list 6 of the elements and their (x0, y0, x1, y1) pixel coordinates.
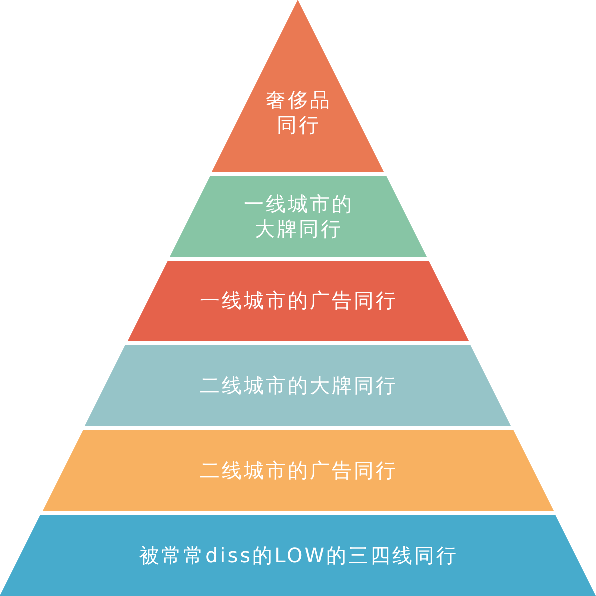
tier-label: 二线城市的大牌同行 (199, 373, 398, 398)
tier-label: 被常常diss的LOW的三四线同行 (138, 543, 459, 568)
tier-label: 一线城市的广告同行 (199, 288, 398, 314)
tier-label: 二线城市的广告同行 (199, 458, 398, 483)
tier-label: 一线城市的大牌同行 (243, 192, 354, 242)
tier-label: 奢侈品同行 (265, 88, 332, 138)
